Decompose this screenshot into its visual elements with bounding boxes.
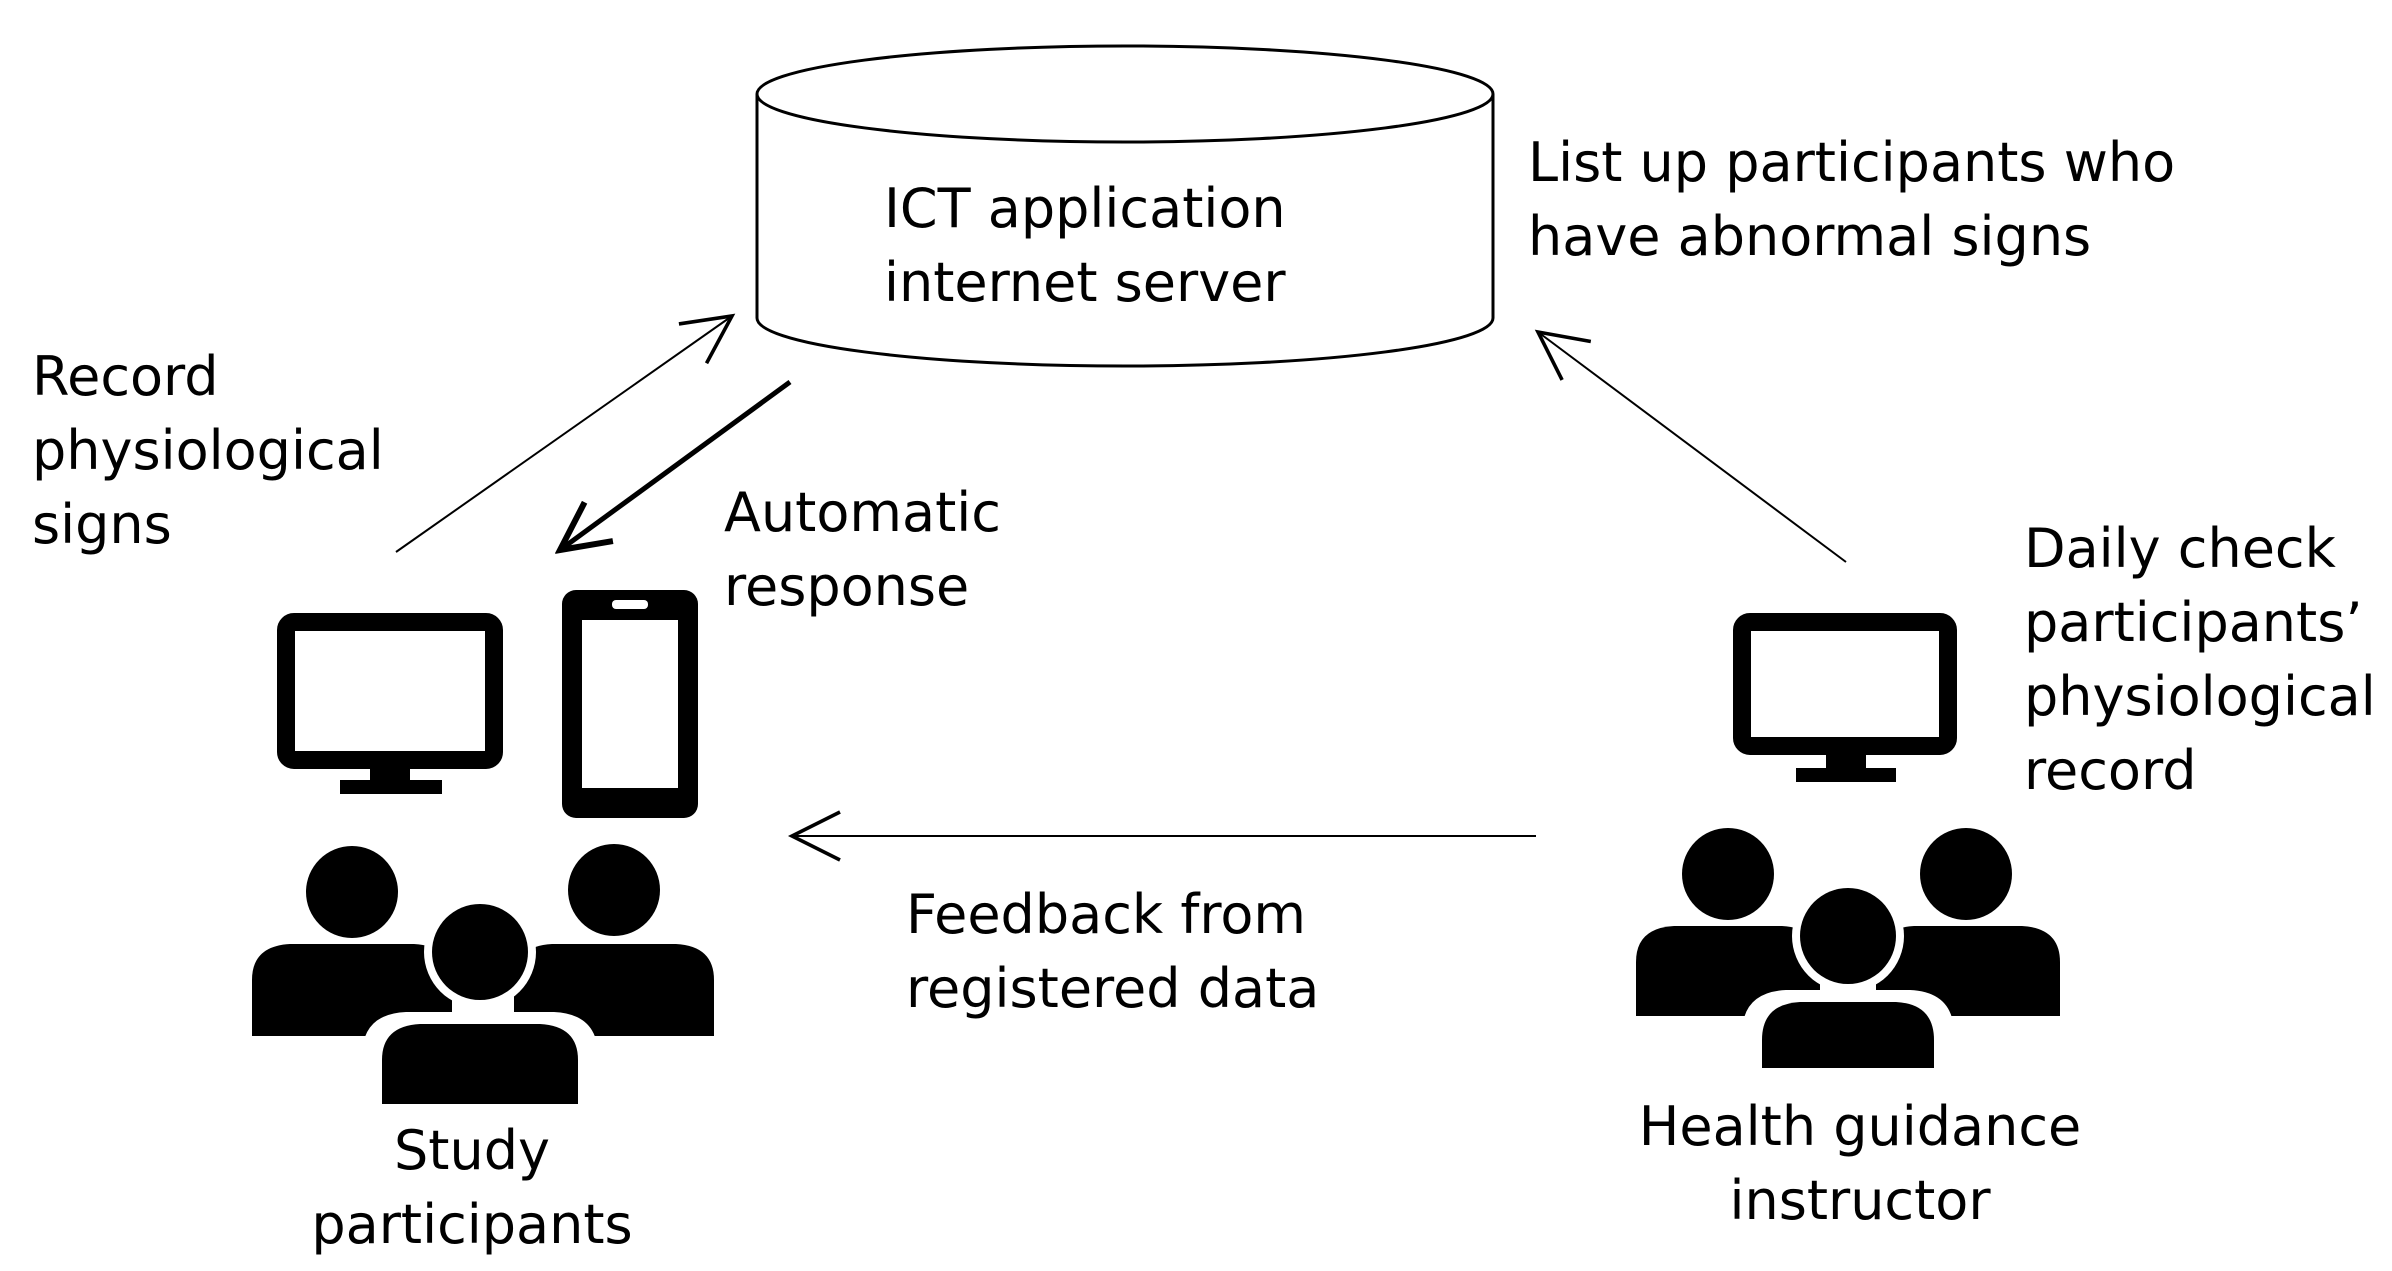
server-label-line: ICT application (884, 177, 1286, 240)
smartphone-icon (562, 590, 698, 818)
study-participants-label-line: participants (311, 1193, 633, 1256)
daily-check-label-line: Daily check (2024, 517, 2336, 580)
daily-check-label: Daily check participants’ physiological … (2024, 512, 2376, 808)
daily-check-label-line: participants’ (2024, 591, 2363, 654)
feedback-label: Feedback from registered data (906, 878, 1319, 1026)
feedback-label-line: Feedback from (906, 883, 1306, 946)
monitor-icon (277, 613, 503, 794)
automatic-response-label: Automatic response (724, 476, 1001, 624)
record-label: Record physiological signs (32, 340, 384, 562)
feedback-label-line: registered data (906, 957, 1320, 1020)
automatic-response-label-line: Automatic (724, 481, 1001, 544)
server-label: ICT application internet server (884, 172, 1286, 320)
monitor-icon (1733, 613, 1957, 782)
list-up-label: List up participants who have abnormal s… (1528, 126, 2175, 274)
instructor-label-line: instructor (1729, 1169, 1991, 1232)
automatic-response-label-line: response (724, 555, 970, 618)
people-group-icon (1636, 828, 2060, 1074)
server-cylinder (755, 44, 1495, 368)
instructor-label: Health guidance instructor (1610, 1090, 2110, 1238)
list-up-label-line: have abnormal signs (1528, 205, 2092, 268)
arrow-record-to-server (395, 313, 736, 553)
record-label-line: Record (32, 345, 219, 408)
list-up-label-line: List up participants who (1528, 131, 2176, 194)
study-participants-label: Study participants (272, 1114, 672, 1262)
arrow-automatic-response (560, 379, 792, 550)
server-label-line: internet server (884, 251, 1286, 314)
record-label-line: physiological (32, 419, 384, 482)
study-participants-label-line: Study (394, 1119, 550, 1182)
daily-check-label-line: physiological (2024, 665, 2376, 728)
people-group-icon (252, 844, 714, 1110)
arrow-instructor-to-server (1534, 329, 1847, 563)
daily-check-label-line: record (2024, 739, 2197, 802)
record-label-line: signs (32, 493, 172, 556)
instructor-label-line: Health guidance (1638, 1095, 2082, 1158)
